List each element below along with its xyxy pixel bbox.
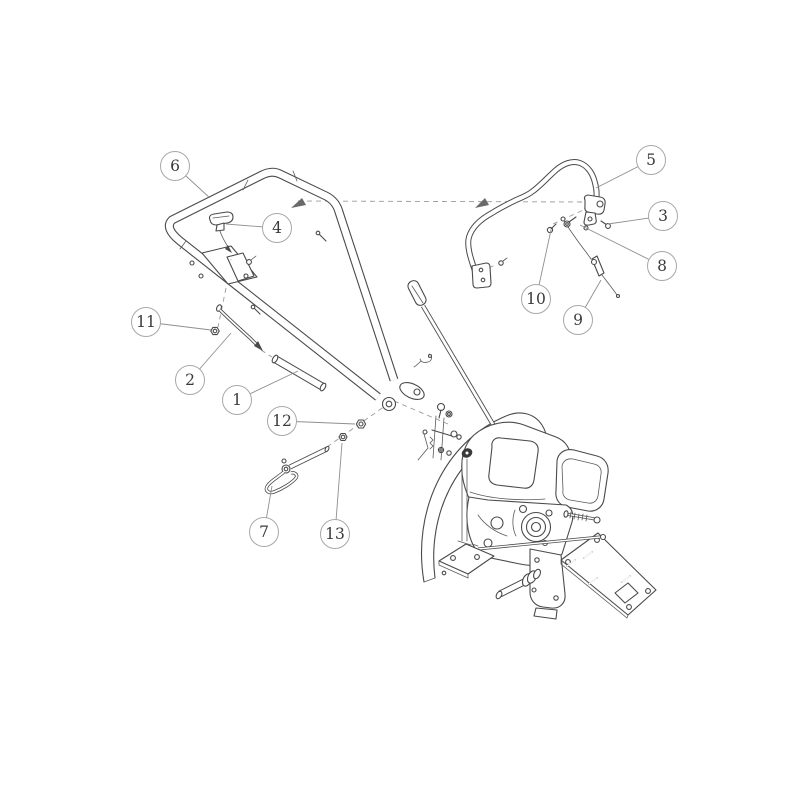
depth-stake [264,445,330,495]
gearbox [529,548,566,620]
callout-circle-7 [249,517,279,547]
upper-handle-assembly [164,167,425,412]
callout-circle-6 [160,151,190,181]
callout-circle-12 [267,406,297,436]
callout-circle-5 [636,145,666,175]
callout-number-11: 11 [136,313,156,331]
callout-number-9: 9 [573,311,583,329]
callout-number-2: 2 [185,371,195,389]
throttle-cable [560,216,621,299]
callout-circle-2 [175,365,205,395]
panel-screw [198,273,204,279]
callout-circle-13 [320,519,350,549]
callout-number-1: 1 [232,391,242,409]
handle-panel [189,245,258,285]
clutch-assembly [518,504,553,547]
callout-11: 11 [131,307,161,337]
callout-number-7: 7 [259,523,269,541]
shield-bracket [438,543,495,579]
callout-circle-4 [262,213,292,243]
callout-3: 3 [648,201,678,231]
rail-screw [250,304,261,315]
bail-clamp-fitting [583,194,606,231]
callout-6: 6 [160,151,190,181]
nut-part-13 [338,432,348,442]
cable-rod [215,304,263,351]
panel-lever-pivot [243,273,249,279]
callout-10: 10 [521,284,551,314]
callout-13: 13 [320,519,350,549]
panel-screw [189,260,195,266]
screw-part-10 [546,223,557,234]
callout-8: 8 [647,251,677,281]
panel-bolt [246,255,257,265]
rail-screw [315,230,327,242]
callout-number-10: 10 [526,290,546,308]
callout-number-13: 13 [325,525,345,543]
callout-12: 12 [267,406,297,436]
callout-number-5: 5 [646,151,656,169]
grip-tick [179,240,187,250]
handle-mount-linkage [417,402,462,461]
engine-top-cover [461,421,571,510]
nut-part-12 [355,419,367,429]
callout-circle-1 [222,385,252,415]
grip-tick [242,179,249,191]
control-bail [465,158,606,289]
callout-number-8: 8 [657,257,667,275]
mount-plate [560,532,657,619]
callout-circle-8 [647,251,677,281]
callout-9: 9 [563,305,593,335]
callout-7: 7 [249,517,279,547]
tine-shaft [495,568,541,600]
callout-1: 1 [222,385,252,415]
tiller-body [407,280,657,620]
grip-tube [271,354,327,392]
handle-eye-left [381,396,397,412]
callout-4: 4 [262,213,292,243]
cable-clip [413,353,433,368]
callout-number-12: 12 [272,412,292,430]
grip-tick [292,170,298,182]
nut-part-11 [210,326,220,336]
callout-circle-11 [131,307,161,337]
bolt-part-8 [563,216,577,228]
stake-bolt [281,458,287,464]
bail-left-screw [498,257,508,266]
axis-arrow-left [291,198,306,208]
callout-circle-3 [648,201,678,231]
callout-2: 2 [175,365,205,395]
bail-left-bracket [471,262,492,289]
handle-eye-right [399,382,425,400]
callout-number-6: 6 [170,157,180,175]
fuel-tank-cover [555,449,609,512]
axis-arrow-mid [475,198,489,208]
support-column [457,458,472,546]
callout-circle-9 [563,305,593,335]
callout-circle-10 [521,284,551,314]
callout-number-3: 3 [658,207,668,225]
ignition-switch [208,211,234,253]
callout-number-4: 4 [272,219,282,237]
wire-arrow [225,245,232,253]
callout-5: 5 [636,145,666,175]
side-bolt-spring [563,510,601,524]
screw-part-3 [600,220,611,229]
rod-arrow [254,341,263,351]
leader-line-8 [579,224,663,267]
leader-line-13 [334,442,343,535]
